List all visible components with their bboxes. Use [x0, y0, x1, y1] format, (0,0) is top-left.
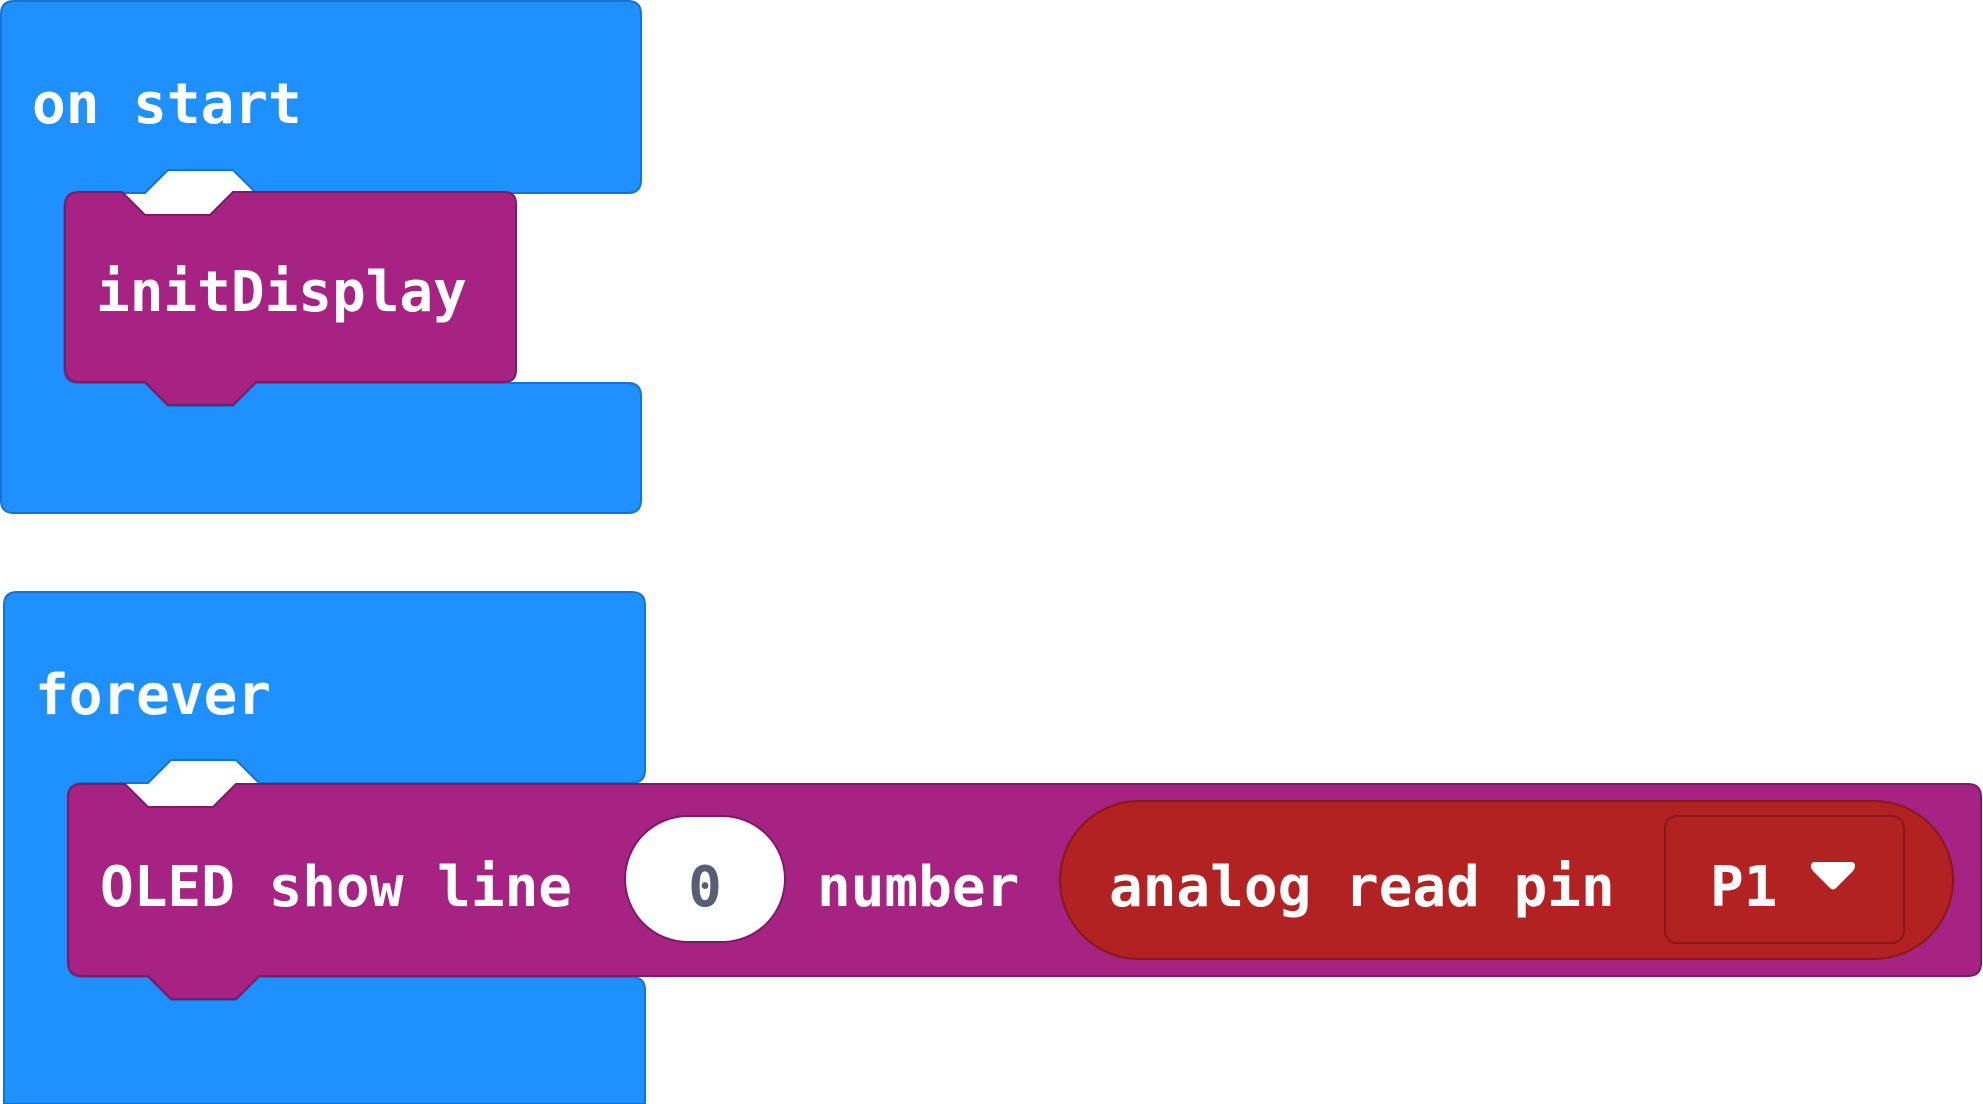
pin-dropdown-value: P1	[1710, 855, 1777, 920]
caret-down-icon	[1811, 862, 1855, 890]
forever-label: forever	[35, 663, 271, 728]
analog-read-pin-block[interactable]: analog read pin P1	[1059, 800, 1954, 960]
number-label: number	[817, 855, 1019, 920]
on-start-block[interactable]: on start	[0, 0, 642, 514]
line-number-value: 0	[688, 855, 722, 920]
analog-read-pin-label: analog read pin	[1109, 855, 1615, 920]
line-number-input[interactable]: 0	[624, 815, 786, 943]
oled-show-line-block[interactable]: OLED show line 0 number analog read pin …	[67, 783, 1982, 1000]
init-display-label: initDisplay	[96, 260, 467, 325]
pin-dropdown[interactable]: P1	[1664, 815, 1905, 944]
on-start-label: on start	[32, 72, 302, 137]
init-display-block[interactable]: initDisplay	[64, 191, 517, 406]
oled-show-line-label: OLED show line	[100, 855, 572, 920]
